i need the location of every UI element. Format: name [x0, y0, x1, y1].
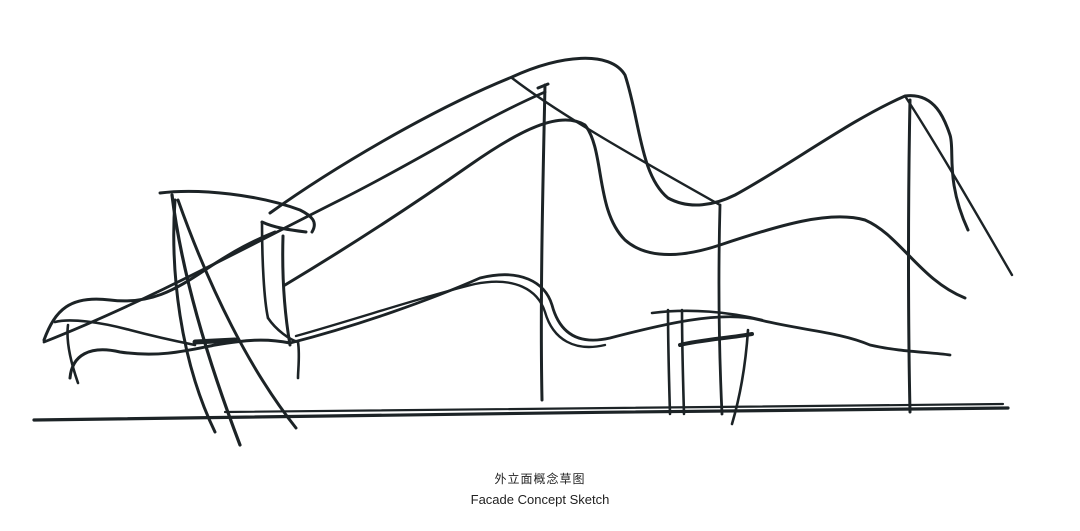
- left-canopy-lower: [68, 338, 292, 380]
- mid-canopy-dark: [678, 332, 754, 347]
- mid-column-b: [680, 308, 686, 416]
- ground-line-secondary: [223, 402, 1005, 414]
- mid-canopy-small: [650, 309, 764, 322]
- left-fin-cap: [158, 189, 316, 234]
- left-fin-slash: [176, 198, 298, 430]
- ground-line: [32, 406, 1010, 422]
- diagonal-line-right: [510, 76, 722, 207]
- mid-column-c: [717, 203, 724, 416]
- left-canopy-droop: [66, 323, 80, 385]
- left-canopy-mid: [53, 319, 197, 347]
- roof-wave-third-echo: [294, 280, 607, 349]
- left-dark-band: [192, 337, 238, 345]
- diagonal-line-left: [42, 90, 547, 344]
- left-canopy-top: [42, 230, 277, 342]
- bracket-top: [260, 220, 308, 234]
- bracket-bottom: [266, 316, 301, 380]
- central-column: [539, 83, 547, 402]
- central-column-top: [536, 82, 550, 90]
- mid-column-a: [666, 308, 672, 416]
- roof-wave-second: [283, 118, 967, 300]
- roof-wave-top: [268, 56, 970, 232]
- left-fin-inner: [172, 198, 217, 434]
- roof-wave-third: [288, 273, 952, 357]
- right-column: [907, 98, 912, 414]
- bracket-vertical: [281, 234, 292, 347]
- caption-chinese: 外立面概念草图: [494, 472, 586, 486]
- mid-column-d: [730, 328, 750, 426]
- left-fin-outer: [170, 193, 242, 447]
- diagonal-line-far-right: [903, 94, 1014, 277]
- bracket-left: [260, 220, 270, 320]
- caption-english: Facade Concept Sketch: [470, 492, 610, 507]
